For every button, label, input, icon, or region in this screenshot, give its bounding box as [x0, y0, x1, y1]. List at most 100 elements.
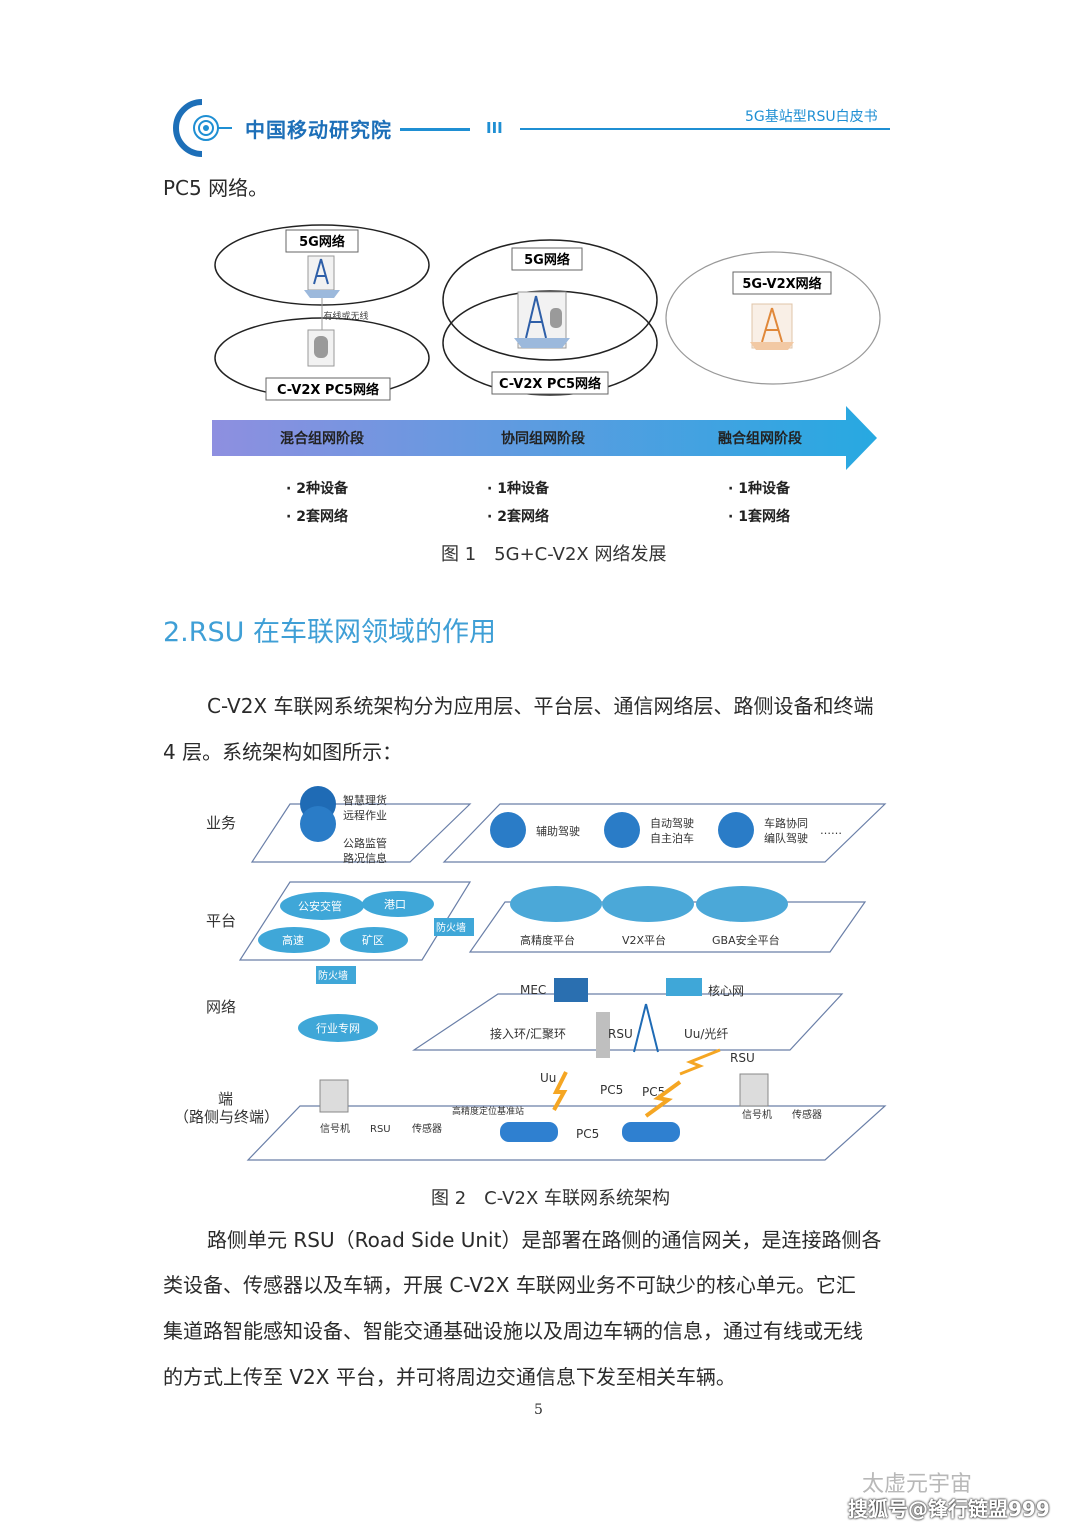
page-number: 5: [534, 1402, 543, 1418]
doc-title: 5G基站型RSU白皮书: [745, 109, 878, 125]
app-icon: [490, 812, 526, 848]
paragraph-2-line-4: 的方式上传至 V2X 平台，并可将周边交通信息下发至相关车辆。: [163, 1365, 736, 1389]
signal-device-right: [739, 1073, 769, 1107]
figure-2-caption: 图 2 C-V2X 车联网系统架构: [431, 1188, 671, 1209]
bullet-1-2: · 2套网络: [286, 508, 348, 525]
svg-text:RSU: RSU: [730, 1051, 755, 1065]
stage2-top-label-text: 5G网络: [524, 252, 570, 268]
stage1-top-label: 5G网络: [299, 234, 345, 250]
svg-text:路况信息: 路况信息: [343, 851, 387, 865]
core-icon: [666, 978, 702, 996]
industry-cloud: [298, 1014, 378, 1042]
layer-platform: 平台: [206, 912, 236, 930]
svg-text:高精度定位基准站: 高精度定位基准站: [452, 1105, 524, 1117]
svg-text:RSU: RSU: [608, 1027, 633, 1041]
header-mark: III: [486, 119, 503, 137]
figure-2-diagram: 业务 平台 网络 端 （路侧与终端） 智慧理货 远程作业 公路监管 路况信息 辅…: [174, 786, 887, 1161]
figure-1-caption: 图 1 5G+C-V2X 网络发展: [441, 544, 667, 565]
svg-text:港口: 港口: [384, 898, 406, 911]
svg-text:Uu: Uu: [540, 1071, 556, 1085]
org-name: 中国移动研究院: [245, 118, 392, 142]
svg-text:辅助驾驶: 辅助驾驶: [536, 824, 580, 838]
bullet-3-1: · 1种设备: [728, 480, 791, 497]
svg-text:自主泊车: 自主泊车: [650, 831, 694, 845]
layer-terminal-sub: （路侧与终端）: [174, 1108, 279, 1126]
arrow-stage-1: 混合组网阶段: [280, 430, 364, 447]
app-icon: [300, 806, 336, 842]
svg-text:……: ……: [820, 824, 842, 837]
paragraph-1-line-1: C-V2X 车联网系统架构分为应用层、平台层、通信网络层、路侧设备和终端: [207, 694, 874, 718]
timeline-arrow: [212, 406, 877, 470]
watermark-line-2: 搜狐号@锋行链盟999: [848, 1497, 1050, 1521]
layer-business: 业务: [206, 814, 236, 832]
svg-text:核心网: 核心网: [708, 984, 744, 998]
lightning-icon: [679, 1048, 721, 1076]
rsu-pole: [596, 1012, 610, 1058]
stage3-group: 5G-V2X网络: [665, 251, 881, 385]
svg-text:RSU: RSU: [370, 1124, 391, 1135]
svg-text:PC5: PC5: [576, 1127, 599, 1141]
svg-text:行业专网: 行业专网: [316, 1021, 360, 1035]
tower-icon: [304, 255, 340, 298]
svg-text:公安交管: 公安交管: [298, 899, 342, 913]
rsu-device-icon: [307, 329, 335, 367]
stage1-bottom-label: C-V2X PC5网络: [277, 382, 379, 398]
network-plane: [412, 993, 844, 1051]
arrow-stage-2: 协同组网阶段: [501, 430, 585, 447]
svg-text:GBA安全平台: GBA安全平台: [712, 933, 780, 947]
paragraph-2-line-1: 路侧单元 RSU（Road Side Unit）是部署在路侧的通信网关，是连接路…: [207, 1228, 882, 1252]
layer-terminal: 端: [218, 1090, 233, 1108]
watermark-line-1: 太虚元宇宙: [862, 1472, 973, 1497]
svg-text:信号机: 信号机: [320, 1122, 350, 1135]
intro-text: PC5 网络。: [163, 176, 269, 200]
lightning-icon: [644, 1080, 682, 1118]
section-title: 2.RSU 在车联网领域的作用: [163, 617, 497, 648]
mec-icon: [554, 978, 588, 1002]
svg-text:Uu/光纤: Uu/光纤: [684, 1027, 728, 1041]
platform-clouds-right: [510, 886, 788, 922]
stage1-link-label: 有线或无线: [323, 310, 368, 322]
org-logo-icon: [173, 99, 232, 157]
svg-text:传感器: 传感器: [412, 1122, 442, 1135]
svg-text:防火墙: 防火墙: [318, 969, 348, 982]
signal-device: [319, 1079, 349, 1113]
svg-text:编队驾驶: 编队驾驶: [764, 831, 808, 845]
svg-text:高速: 高速: [282, 933, 304, 947]
lightning-icon: [552, 1071, 568, 1111]
svg-text:公路监管: 公路监管: [343, 836, 387, 850]
platform-clouds: [258, 891, 434, 953]
svg-text:车路协同: 车路协同: [764, 816, 808, 830]
paragraph-2-line-3: 集道路智能感知设备、智能交通基础设施以及周边车辆的信息，通过有线或无线: [163, 1319, 863, 1343]
stage3-label: 5G-V2X网络: [742, 276, 821, 292]
stage2-group: 5G网络 C-V2X PC5网络: [442, 239, 658, 396]
stage1-group: 5G网络 有线或无线 C-V2X PC5网络: [214, 224, 430, 401]
svg-text:接入环/汇聚环: 接入环/汇聚环: [490, 1026, 566, 1041]
bullet-2-2: · 2套网络: [487, 508, 549, 525]
bullet-3-2: · 1套网络: [728, 508, 790, 525]
car-icon: [500, 1122, 558, 1142]
stage2-bottom-label: C-V2X PC5网络: [499, 376, 601, 392]
business-plane-right: [442, 803, 887, 863]
svg-text:PC5: PC5: [600, 1083, 623, 1097]
svg-text:传感器: 传感器: [792, 1108, 822, 1121]
header-rule: [520, 128, 890, 130]
svg-text:自动驾驶: 自动驾驶: [650, 816, 694, 830]
converged-tower-icon: [750, 303, 794, 350]
svg-text:远程作业: 远程作业: [343, 809, 387, 822]
svg-text:高精度平台: 高精度平台: [520, 933, 575, 947]
figure-1-diagram: 5G网络 有线或无线 C-V2X PC5网络 5G网络 C-V2X PC5网络: [212, 224, 881, 525]
svg-text:V2X平台: V2X平台: [622, 933, 666, 947]
bullet-2-1: · 1种设备: [487, 480, 550, 497]
base-station-icon: [633, 1003, 659, 1053]
firewall-box-2: [316, 966, 356, 984]
tower-rsu-icon: [514, 291, 570, 349]
layer-network: 网络: [206, 998, 236, 1016]
arrow-stage-3: 融合组网阶段: [718, 430, 802, 447]
bullet-1-1: · 2种设备: [286, 480, 349, 497]
svg-text:矿区: 矿区: [362, 934, 384, 947]
paragraph-2-line-2: 类设备、传感器以及车辆，开展 C-V2X 车联网业务不可缺少的核心单元。它汇: [163, 1273, 856, 1297]
paragraph-1-line-2: 4 层。系统架构如图所示：: [163, 740, 403, 764]
svg-text:信号机: 信号机: [742, 1108, 772, 1121]
svg-text:防火墙: 防火墙: [436, 921, 466, 934]
app-icon: [604, 812, 640, 848]
